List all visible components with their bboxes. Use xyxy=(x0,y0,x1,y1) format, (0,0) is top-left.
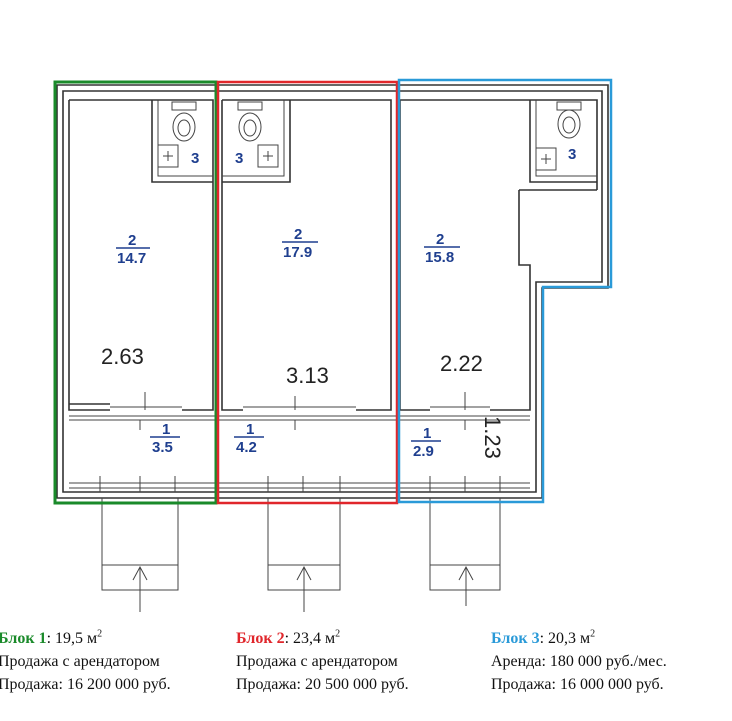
wc-enclosures xyxy=(151,100,597,183)
room-area: 3.5 xyxy=(152,439,173,456)
block-1-outline xyxy=(53,80,218,505)
sink-icon xyxy=(257,144,279,168)
room-area: 2.9 xyxy=(413,443,434,460)
vestibule-windows xyxy=(69,392,530,492)
block-1-heading: Блок 1: 19,5 м2 xyxy=(0,627,171,650)
dimension-label: 2.63 xyxy=(101,344,144,369)
wc-label: 3 xyxy=(191,150,199,167)
block-3-caption: Блок 3: 20,3 м2 Аренда: 180 000 руб./мес… xyxy=(491,627,667,696)
block-3-price: Продажа: 16 000 000 руб. xyxy=(491,676,664,693)
room-area: 4.2 xyxy=(236,439,257,456)
sink-icon xyxy=(535,147,557,171)
block-2-price: Продажа: 20 500 000 руб. xyxy=(236,676,409,693)
dimension-label: 3.13 xyxy=(286,363,329,388)
room-number: 2 xyxy=(128,232,136,249)
entrance-arrow-icon xyxy=(101,498,179,612)
dimension-label: 2.22 xyxy=(440,351,483,376)
dimension-label: 1.23 xyxy=(480,416,505,459)
partition-walls xyxy=(68,99,598,421)
block-2-area: : 23,4 м xyxy=(284,630,336,647)
outer-walls xyxy=(56,84,609,499)
floor-plan: 3 3 3 2 14.7 2 17.9 2 15.8 1 3.5 1 4.2 1… xyxy=(53,78,613,612)
block-2-name: Блок 2 xyxy=(236,630,285,647)
block-1-status: Продажа с арендатором xyxy=(0,653,160,670)
block-1-price: Продажа: 16 200 000 руб. xyxy=(0,676,171,693)
block-3-heading: Блок 3: 20,3 м2 xyxy=(491,627,667,650)
block-2-heading: Блок 2: 23,4 м2 xyxy=(236,627,409,650)
toilet-icon xyxy=(237,101,263,142)
room-number: 1 xyxy=(246,421,254,438)
room-area: 17.9 xyxy=(283,244,312,261)
sink-icon xyxy=(157,144,179,168)
block-3-outline xyxy=(397,78,613,504)
entrance-arrow-icon xyxy=(267,498,341,612)
block-3-area: : 20,3 м xyxy=(539,630,591,647)
block-2-status: Продажа с арендатором xyxy=(236,653,398,670)
block-1-area: : 19,5 м xyxy=(46,630,98,647)
room-area: 14.7 xyxy=(117,250,146,267)
entrance-arrow-icon xyxy=(429,498,501,606)
block-1-name: Блок 1 xyxy=(0,630,47,647)
room-number: 2 xyxy=(436,231,444,248)
block-3-name: Блок 3 xyxy=(491,630,540,647)
block-2-outline xyxy=(216,80,399,505)
wc-label: 3 xyxy=(235,150,243,167)
block-3-area-unit-exp: 2 xyxy=(590,628,596,640)
block-captions: Блок 1: 19,5 м2 Продажа с арендатором Пр… xyxy=(0,627,732,707)
toilet-icon xyxy=(171,101,197,142)
block-2-caption: Блок 2: 23,4 м2 Продажа с арендатором Пр… xyxy=(236,627,409,696)
block-3-status: Аренда: 180 000 руб./мес. xyxy=(491,653,667,670)
block-1-area-unit-exp: 2 xyxy=(97,628,103,640)
toilet-icon xyxy=(556,101,582,139)
room-area: 15.8 xyxy=(425,249,454,266)
block-1-caption: Блок 1: 19,5 м2 Продажа с арендатором Пр… xyxy=(0,627,171,696)
block-2-area-unit-exp: 2 xyxy=(335,628,341,640)
room-number: 2 xyxy=(294,226,302,243)
wc-label: 3 xyxy=(568,146,576,163)
room-number: 1 xyxy=(162,421,170,438)
room-number: 1 xyxy=(423,425,431,442)
